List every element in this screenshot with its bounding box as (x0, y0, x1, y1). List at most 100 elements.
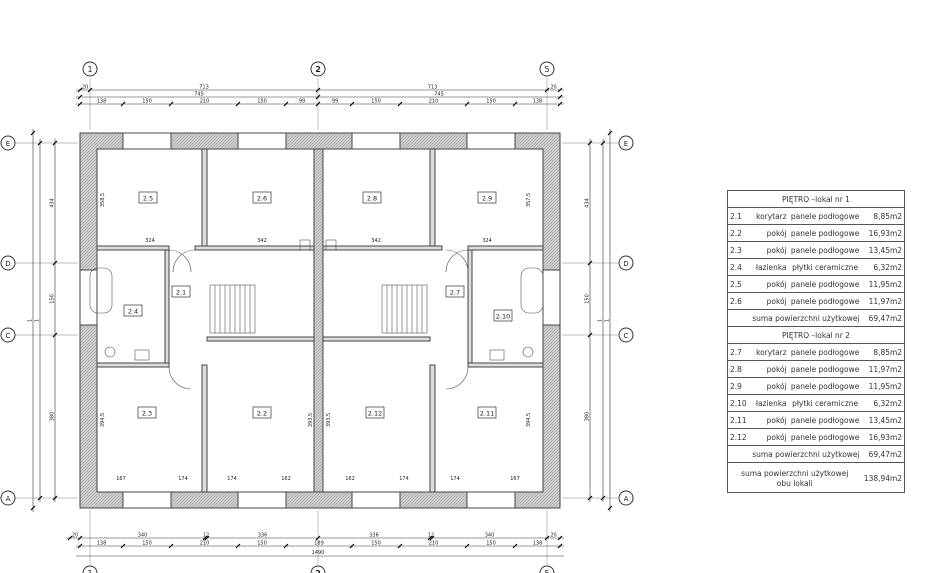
dimension-tick (429, 535, 435, 541)
dimension-label: 434 (50, 198, 56, 208)
room-label-box (171, 285, 191, 298)
room-width-dim: 167 (116, 476, 126, 482)
room-label-box (477, 406, 497, 419)
axis-bubble (0, 255, 16, 271)
room-name: łazienka (748, 394, 789, 412)
dimension-label: 150 (371, 541, 381, 547)
room-area: 11,95m2 (861, 377, 905, 395)
dimension-tick (315, 94, 321, 100)
dimension-tick (607, 505, 613, 511)
dimension-label: 434 (585, 198, 591, 208)
axis-bubble (310, 565, 326, 573)
dimension-tick (349, 543, 355, 549)
dimension-label: 20 (550, 85, 556, 91)
dimension-tick (600, 140, 606, 146)
dimension-tick (235, 543, 241, 549)
dimension-tick (120, 543, 126, 549)
sum-label: suma powierzchni użytkowej (726, 445, 862, 463)
dimension-tick (52, 495, 58, 501)
axis-bubble (539, 61, 555, 77)
room-number: 2.2 (726, 224, 749, 242)
dimension-tick (464, 543, 470, 549)
room-area: 11,97m2 (861, 360, 905, 378)
dimension-label: 210 (429, 99, 439, 105)
dimension-label: 20 (72, 533, 78, 539)
room-number: 2.3 (726, 241, 749, 259)
dimension-tick (544, 87, 550, 93)
dimension-tick (315, 535, 321, 541)
room-label: 2.5 (143, 195, 153, 203)
sum-value: 69,47m2 (861, 309, 905, 327)
dimension-label: 150 (257, 541, 267, 547)
dimension-tick (120, 101, 126, 107)
dimension-label: 150 (486, 99, 496, 105)
room-label: 2.6 (257, 195, 267, 203)
dimension-label: 12 (203, 533, 209, 539)
room-name: pokój (748, 292, 789, 310)
floor-finish: panele podłogowe (788, 343, 862, 361)
dimension-label: 210 (200, 541, 210, 547)
grid-axes: 112255EEDDCCAA (0, 61, 634, 573)
room-width-dim: 162 (345, 476, 355, 482)
room-label: 2.4 (128, 308, 138, 316)
room-label: 2.1 (176, 289, 186, 297)
dimension-tick (512, 543, 518, 549)
room-name: pokój (748, 377, 789, 395)
room-name: pokój (748, 411, 789, 429)
room-width-dim: 342 (371, 238, 381, 244)
axis-bubble (82, 565, 98, 573)
walls (79, 132, 561, 509)
dimension-tick (315, 101, 321, 107)
room-width-dim: 324 (145, 238, 155, 244)
room-number: 2.7 (726, 343, 749, 361)
room-height-dim: 394,5 (100, 413, 106, 427)
dimension-tick (349, 101, 355, 107)
axis-bubble (618, 255, 634, 271)
room-label-box (445, 285, 465, 298)
dimension-label: 340 (485, 533, 495, 539)
room-name: łazienka (748, 258, 789, 276)
dimension-tick (52, 332, 58, 338)
room-label-box (252, 191, 272, 204)
dimension-tick (77, 94, 83, 100)
axis-bubble (82, 61, 98, 77)
dimension-label: 12 (428, 533, 434, 539)
dimension-tick (30, 130, 36, 136)
dimension-label: 1 (28, 319, 34, 322)
axis-label: 1 (87, 569, 92, 573)
dimension-label: 210 (200, 99, 210, 105)
room-number: 2.5 (726, 275, 749, 293)
dimension-label: 150 (142, 99, 152, 105)
room-number: 2.6 (726, 292, 749, 310)
room-area: 16,93m2 (861, 428, 905, 446)
dimension-label: 150 (585, 294, 591, 304)
dimension-label: 210 (429, 541, 439, 547)
axis-label: D (5, 260, 10, 268)
room-width-dim: 174 (227, 476, 237, 482)
axis-label: 2 (315, 569, 321, 573)
axis-label: 5 (544, 569, 549, 573)
room-width-dim: 342 (257, 238, 267, 244)
floor-finish: panele podłogowe (788, 207, 862, 225)
room-name: korytarz (748, 343, 789, 361)
dimension-tick (557, 94, 563, 100)
dimension-label: 380 (585, 412, 591, 422)
dimension-label: 1 (598, 319, 604, 322)
table-row: PIĘTRO –lokal nr 1 (727, 190, 905, 208)
dimension-tick (77, 101, 83, 107)
room-label-box (477, 191, 497, 204)
room-name: pokój (748, 360, 789, 378)
room-area: 6,32m2 (861, 258, 905, 276)
room-name: pokój (748, 275, 789, 293)
axis-bubble (618, 135, 634, 151)
axis-bubble (0, 490, 16, 506)
floor-finish: panele podłogowe (788, 241, 862, 259)
